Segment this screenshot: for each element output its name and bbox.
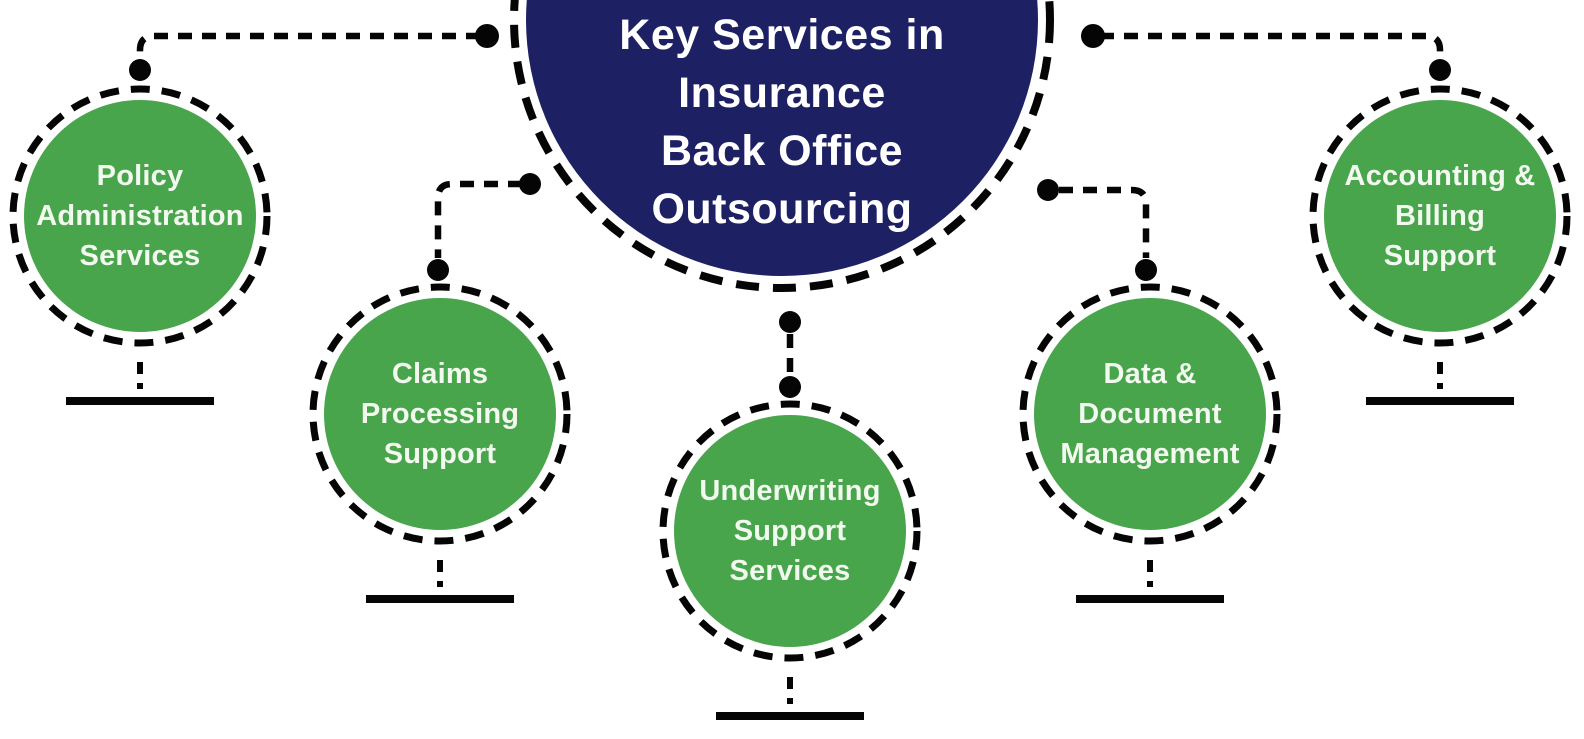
- node-stand-base: [66, 397, 214, 405]
- connector-data: [1037, 179, 1157, 281]
- node-data-document-management: [1019, 283, 1281, 603]
- node-dashed-ring: [659, 400, 921, 662]
- node-circle: [1324, 100, 1556, 332]
- connector-accounting-line: [1100, 32, 1444, 59]
- node-dashed-ring: [9, 85, 271, 347]
- connector-policy: [129, 24, 499, 81]
- node-stand-base: [716, 712, 864, 720]
- connector-claims-line: [434, 180, 522, 258]
- connector-dot: [1429, 59, 1451, 81]
- connector-dot: [1135, 259, 1157, 281]
- node-stand-base: [366, 595, 514, 603]
- node-dashed-ring: [1309, 85, 1571, 347]
- node-underwriting-support-services: [659, 400, 921, 720]
- node-accounting-billing-support: [1309, 85, 1571, 405]
- connector-dot: [475, 24, 499, 48]
- connector-dot: [779, 311, 801, 333]
- hub-circle: [526, 0, 1038, 276]
- connector-dot: [779, 376, 801, 398]
- connector-claims: [427, 173, 541, 281]
- node-stand-base: [1366, 397, 1514, 405]
- connector-policy-line: [136, 32, 480, 59]
- connector-underwriting: [779, 311, 801, 398]
- connector-dot: [1037, 179, 1059, 201]
- connector-data-line: [1059, 186, 1150, 258]
- hub-dashed-ring: [510, 0, 1054, 292]
- node-claims-processing-support: [309, 283, 571, 603]
- node-stand-base: [1076, 595, 1224, 603]
- node-dashed-ring: [1019, 283, 1281, 545]
- node-circle: [24, 100, 256, 332]
- connector-dot: [427, 259, 449, 281]
- node-dashed-ring: [309, 283, 571, 545]
- connector-dot: [129, 59, 151, 81]
- node-circle: [674, 415, 906, 647]
- connector-dot: [1081, 24, 1105, 48]
- connector-accounting: [1081, 24, 1451, 81]
- node-circle: [324, 298, 556, 530]
- connector-dot: [519, 173, 541, 195]
- node-policy-administration-services: [9, 85, 271, 405]
- node-circle: [1034, 298, 1266, 530]
- hub-circle-group: [510, 0, 1054, 292]
